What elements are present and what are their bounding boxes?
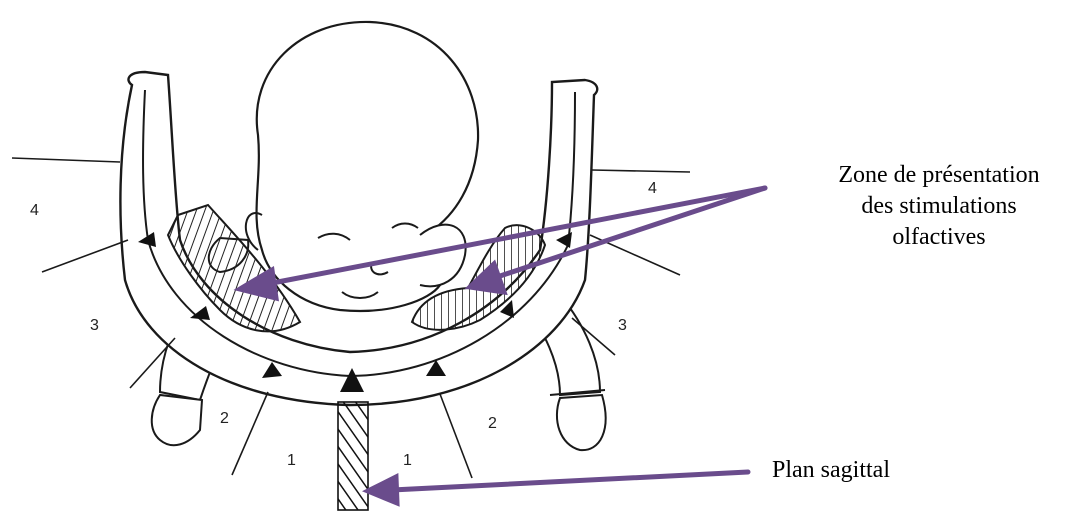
baby-hand-left (152, 395, 202, 445)
sector-line-left-4 (12, 158, 120, 162)
sector-line-right-1 (440, 394, 472, 478)
sagittal-rod (338, 402, 368, 510)
sector-number: 2 (220, 410, 229, 427)
sector-number: 1 (403, 452, 412, 469)
sector-line-left-3 (42, 240, 128, 272)
caption-line: Zone de présentation (800, 160, 1078, 191)
sector-number: 3 (90, 317, 99, 334)
sector-number: 4 (30, 202, 39, 219)
sector-number: 2 (488, 415, 497, 432)
arrow-to-sagittal-rod (392, 472, 748, 490)
sector-number: 3 (618, 317, 627, 334)
sector-line-right-4 (592, 170, 690, 172)
arrow-head-sagittal-rod (368, 477, 397, 503)
caption-line: des stimulations (800, 191, 1078, 222)
sector-number: 1 (287, 452, 296, 469)
sagittal-plane-caption: Plan sagittal (772, 455, 890, 486)
olfactory-zone-caption: Zone de présentation des stimulations ol… (800, 160, 1078, 253)
baby-hand-right (557, 395, 606, 450)
sector-line-left-1 (232, 392, 268, 475)
sector-number: 4 (648, 180, 657, 197)
caption-line: olfactives (800, 222, 1078, 253)
